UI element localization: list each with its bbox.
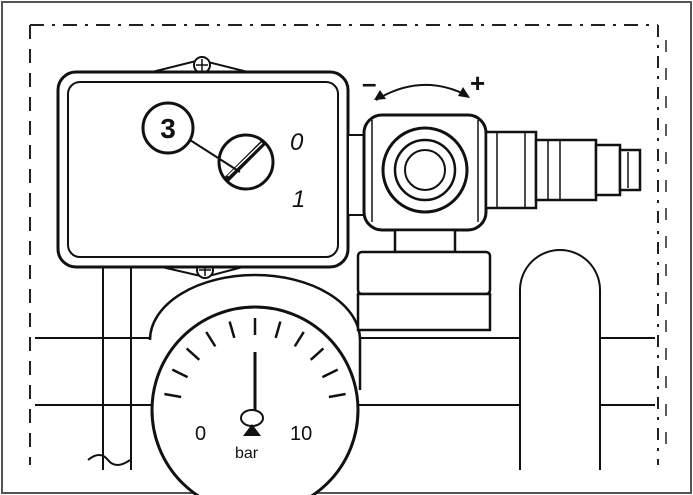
- gauge-pointer-base: [243, 424, 261, 436]
- arrow-right-icon: [458, 87, 470, 98]
- gauge-tick: [328, 392, 346, 399]
- control-box: 0 1 3: [56, 56, 350, 279]
- gauge-max-label: 10: [290, 423, 312, 445]
- adjust-plus-label: +: [470, 68, 485, 98]
- actuator-base: [356, 292, 492, 332]
- quick-connector: [534, 138, 598, 202]
- gauge-tick: [205, 331, 217, 348]
- gauge-hub: [240, 409, 264, 427]
- adjust-minus-label: –: [362, 68, 376, 98]
- gauge-tick: [185, 347, 201, 361]
- adjust-arc: [375, 83, 469, 101]
- arrow-left-icon: [374, 90, 386, 100]
- pressure-gauge: 0 10 bar: [148, 273, 362, 495]
- dash-dot-boundary: [29, 24, 659, 465]
- valve-coupling: [484, 130, 538, 210]
- valve-connector: [347, 134, 365, 216]
- switch-position-closed: 1: [292, 186, 305, 213]
- control-box-inner: [67, 81, 339, 258]
- gauge-tick: [293, 331, 305, 348]
- switch-position-open: 0: [290, 129, 304, 156]
- switch-knob-bar: [223, 139, 267, 183]
- callout-circle: [141, 101, 195, 155]
- valve-assembly: [347, 113, 642, 332]
- connector-sleeve: [594, 143, 622, 197]
- gauge-tick: [171, 368, 189, 379]
- callout-number: 3: [160, 113, 176, 144]
- actuator-head: [356, 250, 492, 296]
- adjustment-indicator: – +: [362, 68, 485, 101]
- gauge-tick: [228, 321, 236, 339]
- connector-tip: [618, 148, 642, 192]
- gauge-tick: [321, 368, 339, 379]
- gauge-tick: [274, 321, 282, 339]
- gauge-tick: [164, 392, 182, 399]
- valve-stem: [393, 228, 457, 254]
- gauge-unit-label: bar: [235, 445, 259, 462]
- gauge-tick: [309, 347, 325, 361]
- gauge-min-label: 0: [195, 423, 206, 445]
- vertical-pipe-left: [87, 268, 132, 470]
- valve-inner-ring: [404, 149, 446, 191]
- control-box-outer: [56, 70, 350, 269]
- gauge-ticks: [164, 318, 346, 399]
- vertical-pipe-right: [519, 249, 601, 470]
- callout-leader: [189, 139, 241, 173]
